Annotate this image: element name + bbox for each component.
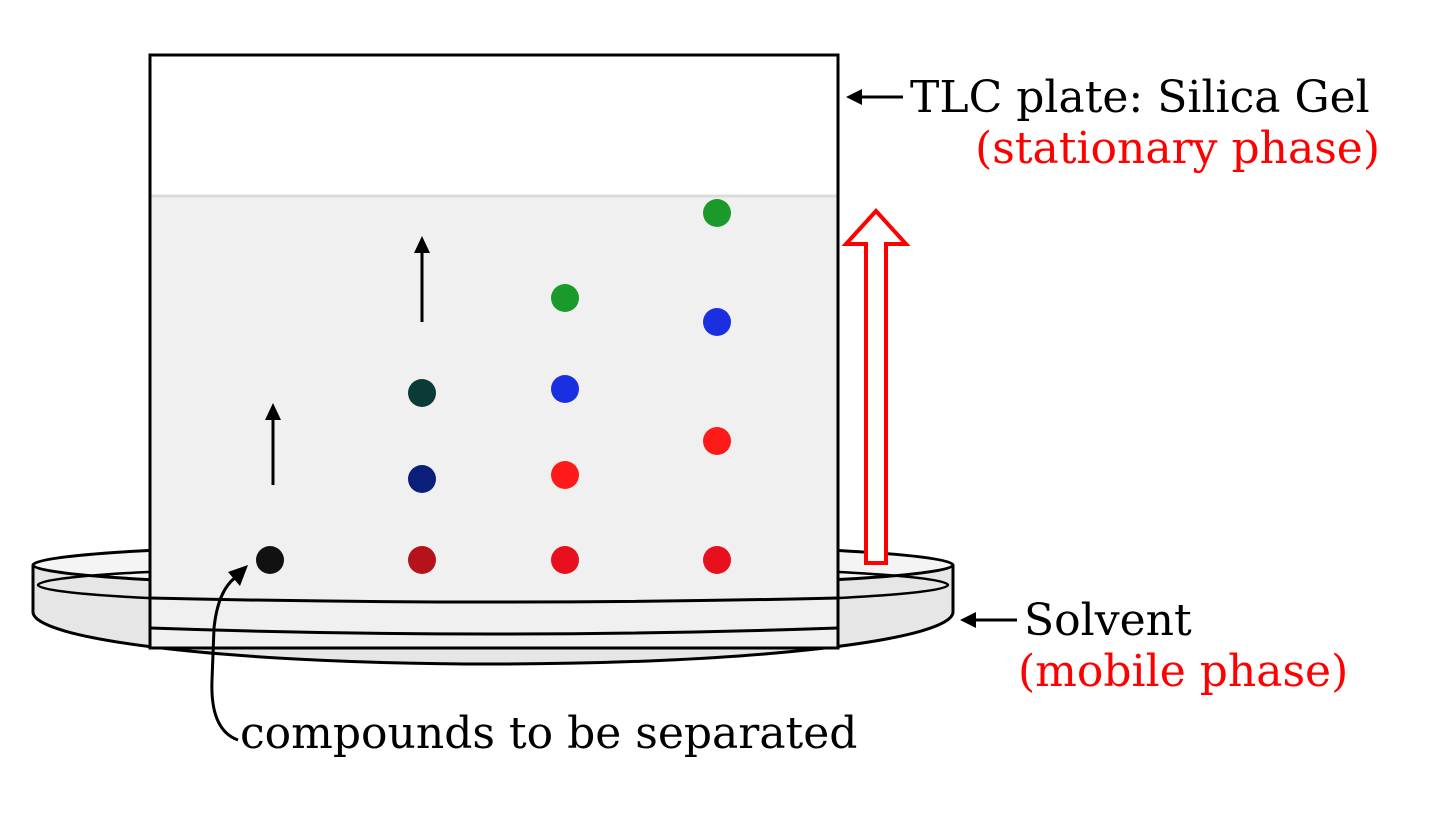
tlc-plate bbox=[148, 53, 840, 650]
plate-label: TLC plate: Silica Gel bbox=[910, 72, 1370, 123]
plate-dry-region bbox=[150, 55, 838, 196]
plate-outline bbox=[148, 53, 840, 650]
spot-green bbox=[551, 284, 579, 312]
up-arrow-icon bbox=[265, 403, 281, 485]
spot-red-base bbox=[703, 546, 731, 574]
migration-arrows bbox=[265, 236, 430, 485]
up-arrow-icon bbox=[414, 236, 430, 322]
spot-red bbox=[551, 461, 579, 489]
solvent-phase-label: (mobile phase) bbox=[1018, 646, 1348, 697]
spot-green bbox=[703, 199, 731, 227]
spot-dark-blue bbox=[408, 465, 436, 493]
dish-front-rim-over-plate bbox=[149, 596, 839, 604]
spot-black-start bbox=[256, 546, 284, 574]
spots bbox=[256, 199, 731, 574]
compounds-label: compounds to be separated bbox=[240, 708, 857, 759]
plate-pointer-arrow-icon bbox=[846, 89, 903, 105]
spot-blue bbox=[551, 375, 579, 403]
plate-solvent-region bbox=[150, 196, 838, 648]
spot-dark-red bbox=[408, 546, 436, 574]
dish-front-lower-over-plate bbox=[149, 626, 839, 636]
compounds-pointer-arrow-icon bbox=[210, 565, 248, 742]
spot-red-base bbox=[551, 546, 579, 574]
plate-phase-label: (stationary phase) bbox=[975, 123, 1380, 174]
solvent-pointer-arrow-icon bbox=[960, 612, 1017, 628]
spot-dark-teal bbox=[408, 379, 436, 407]
solvent-label: Solvent bbox=[1024, 595, 1192, 646]
spot-blue bbox=[703, 308, 731, 336]
solvent-flow-arrow-icon bbox=[841, 208, 911, 565]
spot-red bbox=[703, 427, 731, 455]
